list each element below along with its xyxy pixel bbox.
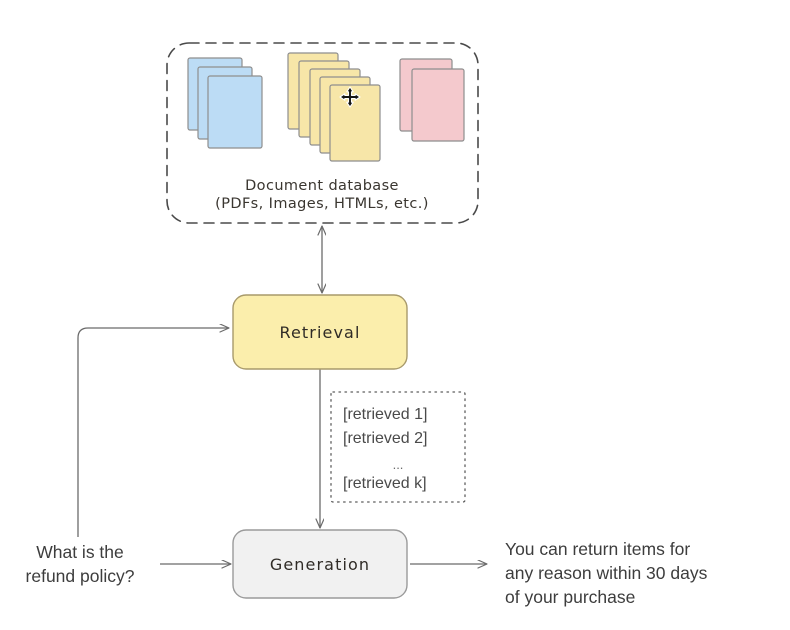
retrieved-item-2: [retrieved 2] [343, 430, 427, 447]
edge-question-feedback-retrieval [77, 328, 229, 537]
question-line2: refund policy? [26, 566, 135, 586]
blue-document-stack [187, 57, 263, 149]
retrieved-items-box: [retrieved 1] [retrieved 2] ... [retriev… [330, 391, 466, 503]
database-caption-line1: Document database [245, 178, 399, 194]
document-database-group: Document database (PDFs, Images, HTMLs, … [166, 42, 479, 224]
retrieved-item-k: [retrieved k] [343, 475, 427, 492]
answer-text: You can return items for any reason with… [505, 539, 708, 607]
retrieval-node[interactable]: Retrieval [232, 294, 408, 370]
pink-document-stack [399, 58, 465, 142]
move-cursor-icon [339, 86, 361, 108]
retrieval-node-label: Retrieval [279, 323, 360, 342]
answer-line2: any reason within 30 days [505, 563, 708, 583]
question-line1: What is the [36, 542, 124, 562]
answer-line1: You can return items for [505, 539, 690, 559]
yellow-document-stack [287, 52, 381, 162]
document-database-container [166, 42, 479, 224]
retrieved-item-1: [retrieved 1] [343, 406, 427, 423]
answer-line3: of your purchase [505, 587, 635, 607]
generation-node-label: Generation [270, 555, 370, 574]
question-text: What is the refund policy? [26, 542, 135, 586]
database-caption-line2: (PDFs, Images, HTMLs, etc.) [215, 196, 429, 212]
generation-node[interactable]: Generation [232, 529, 408, 599]
retrieved-items-ellipsis: ... [393, 457, 404, 472]
